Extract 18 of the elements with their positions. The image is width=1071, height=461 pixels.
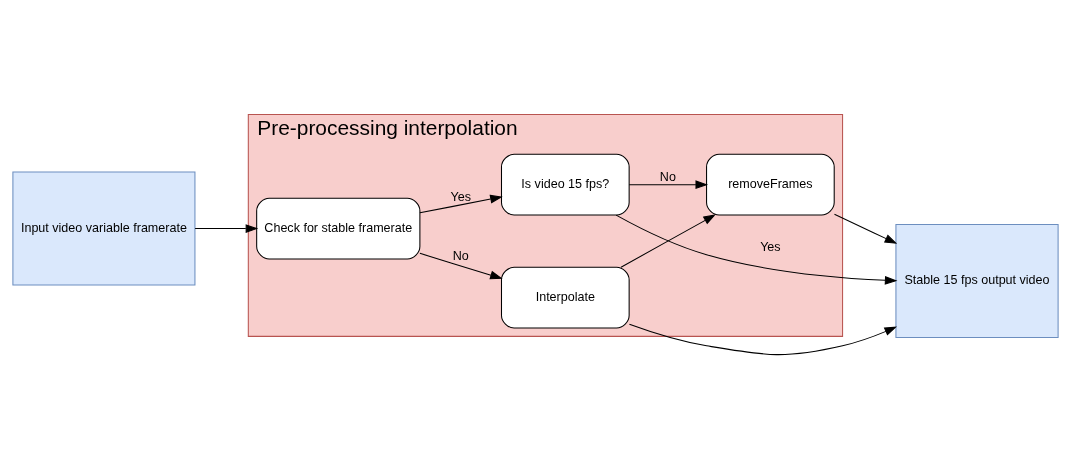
arrow bbox=[620, 214, 716, 268]
node-box: Input video variable framerate bbox=[12, 171, 196, 286]
node-box: Check for stable framerate bbox=[256, 197, 421, 260]
arrow bbox=[419, 252, 503, 280]
arrow bbox=[628, 180, 709, 190]
node-box: Is video 15 fps? bbox=[500, 153, 630, 216]
edge-label: No bbox=[452, 248, 469, 263]
arrow bbox=[628, 323, 898, 356]
node-box: Interpolate bbox=[500, 266, 630, 329]
arrow bbox=[194, 224, 259, 233]
edge-label: Yes bbox=[450, 189, 471, 204]
node-box: Stable 15 fps output video bbox=[895, 223, 1059, 338]
arrow bbox=[615, 214, 898, 285]
arrow bbox=[419, 194, 503, 214]
node-box: removeFrames bbox=[706, 153, 835, 216]
edge-label: Yes bbox=[760, 240, 781, 255]
edge-label: No bbox=[659, 170, 676, 185]
arrow bbox=[833, 213, 898, 244]
